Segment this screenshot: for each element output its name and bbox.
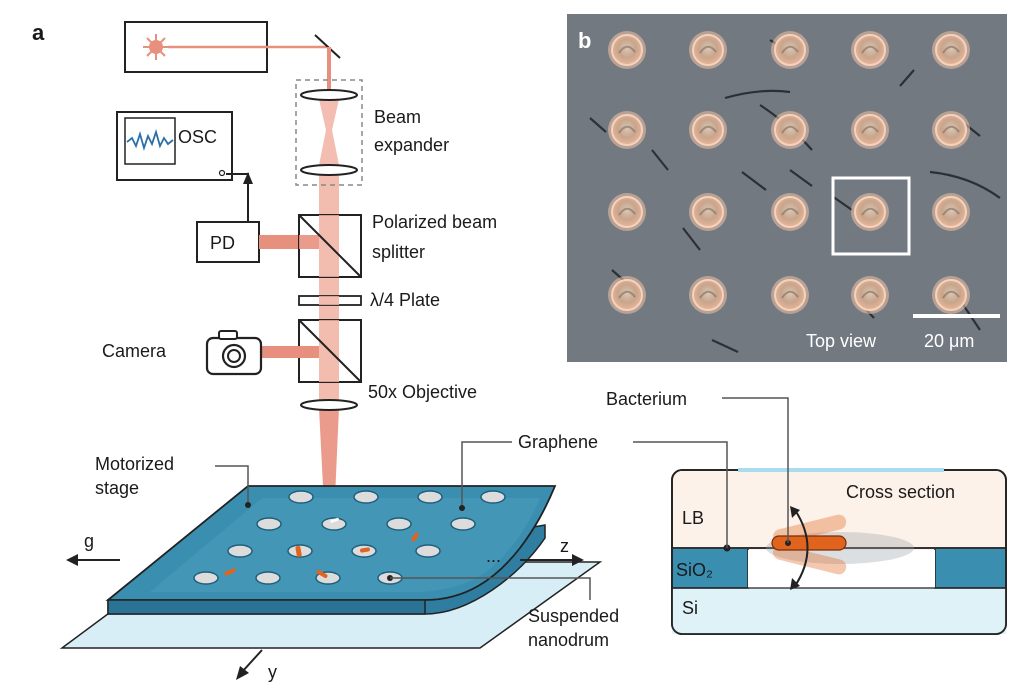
axis-g [66, 554, 120, 566]
panel-a-letter: a [32, 20, 45, 45]
micrograph-drum [932, 276, 970, 314]
beam-expander-cone-top [318, 95, 340, 130]
label-axis-z: z [560, 536, 569, 556]
label-pd: PD [210, 233, 235, 253]
objective-lens [300, 399, 358, 411]
micrograph-drum [771, 111, 809, 149]
leader-bacterium [722, 397, 789, 543]
micrograph-drum [932, 111, 970, 149]
leader-nanodrum [390, 577, 591, 600]
label-top-view: Top view [806, 331, 877, 351]
label-camera: Camera [102, 341, 167, 361]
bacteria-on-stage [224, 517, 419, 578]
micrograph-panel: b Top view 20 μm [567, 14, 1007, 362]
nanodrum-array [193, 490, 506, 585]
micrograph-drum [689, 111, 727, 149]
beam-to-camera [255, 346, 319, 358]
photodiode [196, 221, 260, 263]
leader-graphene-cross [633, 441, 728, 548]
label-axis-y: y [268, 662, 277, 682]
label-sio2: SiO₂ [676, 560, 713, 580]
label-bacterium: Bacterium [606, 389, 687, 409]
label-plate: λ/4 Plate [370, 290, 440, 310]
label-scale: 20 μm [924, 331, 974, 351]
micrograph-drum [932, 193, 970, 231]
panel-b-letter: b [578, 28, 591, 53]
micrograph-drum [689, 193, 727, 231]
waveform-icon [126, 128, 174, 152]
bacterium-shape [771, 535, 847, 551]
micrograph-drum [608, 276, 646, 314]
micrograph-drum [771, 276, 809, 314]
micrograph-drum [689, 31, 727, 69]
label-stage-2: stage [95, 478, 139, 498]
laser-source [124, 21, 328, 73]
label-objective: 50x Objective [368, 382, 477, 402]
micrograph-drum [851, 276, 889, 314]
label-si: Si [682, 598, 698, 618]
label-beam-1: Beam [374, 107, 421, 127]
sio2-right [934, 547, 1007, 589]
axis-y [236, 649, 263, 680]
label-pbs-1: Polarized beam [372, 212, 497, 232]
beam-expander-box [295, 79, 363, 186]
expander-lens-bottom [300, 164, 358, 176]
beam-top [327, 47, 331, 95]
axis-z [520, 554, 584, 566]
camera-icon [205, 330, 263, 376]
micrograph-drum [932, 31, 970, 69]
label-graphene: Graphene [518, 432, 598, 452]
arrow-head-down-icon [790, 578, 800, 590]
laser-star-icon [143, 34, 169, 60]
label-cross-section: Cross section [846, 482, 955, 502]
wire-arrow-icon [243, 172, 253, 184]
label-nanodrum-1: Suspended [528, 606, 619, 626]
leader-graphene [461, 441, 512, 508]
cavity [748, 550, 935, 588]
label-nanodrum-2: nanodrum [528, 630, 609, 650]
arrow-head-up-icon [790, 506, 800, 518]
cross-section [671, 468, 1007, 635]
leader-stage [215, 465, 249, 505]
micrograph-drums [608, 31, 970, 314]
micrograph-drum [608, 31, 646, 69]
label-osc: OSC [178, 127, 217, 147]
micrograph-drum [608, 111, 646, 149]
expander-lens-top [300, 89, 358, 101]
label-pbs-2: splitter [372, 242, 425, 262]
oscilloscope: OSC [116, 111, 233, 181]
beam-expander-cone-bottom [318, 130, 340, 170]
micrograph-drum [608, 193, 646, 231]
highlight-box [831, 176, 911, 256]
mirror [314, 34, 341, 59]
micrograph-drum [771, 193, 809, 231]
micrograph-drum [851, 111, 889, 149]
label-beam-2: expander [374, 135, 449, 155]
micrograph-drum [771, 31, 809, 69]
oscillation-arrow [794, 509, 809, 587]
label-stage-1: Motorized [95, 454, 174, 474]
micrograph-drum [851, 193, 889, 231]
micrograph-drum [851, 31, 889, 69]
label-ellipsis: ... [486, 546, 501, 566]
label-lb: LB [682, 508, 704, 528]
micrograph-drum [689, 276, 727, 314]
label-axis-g: g [84, 531, 94, 551]
